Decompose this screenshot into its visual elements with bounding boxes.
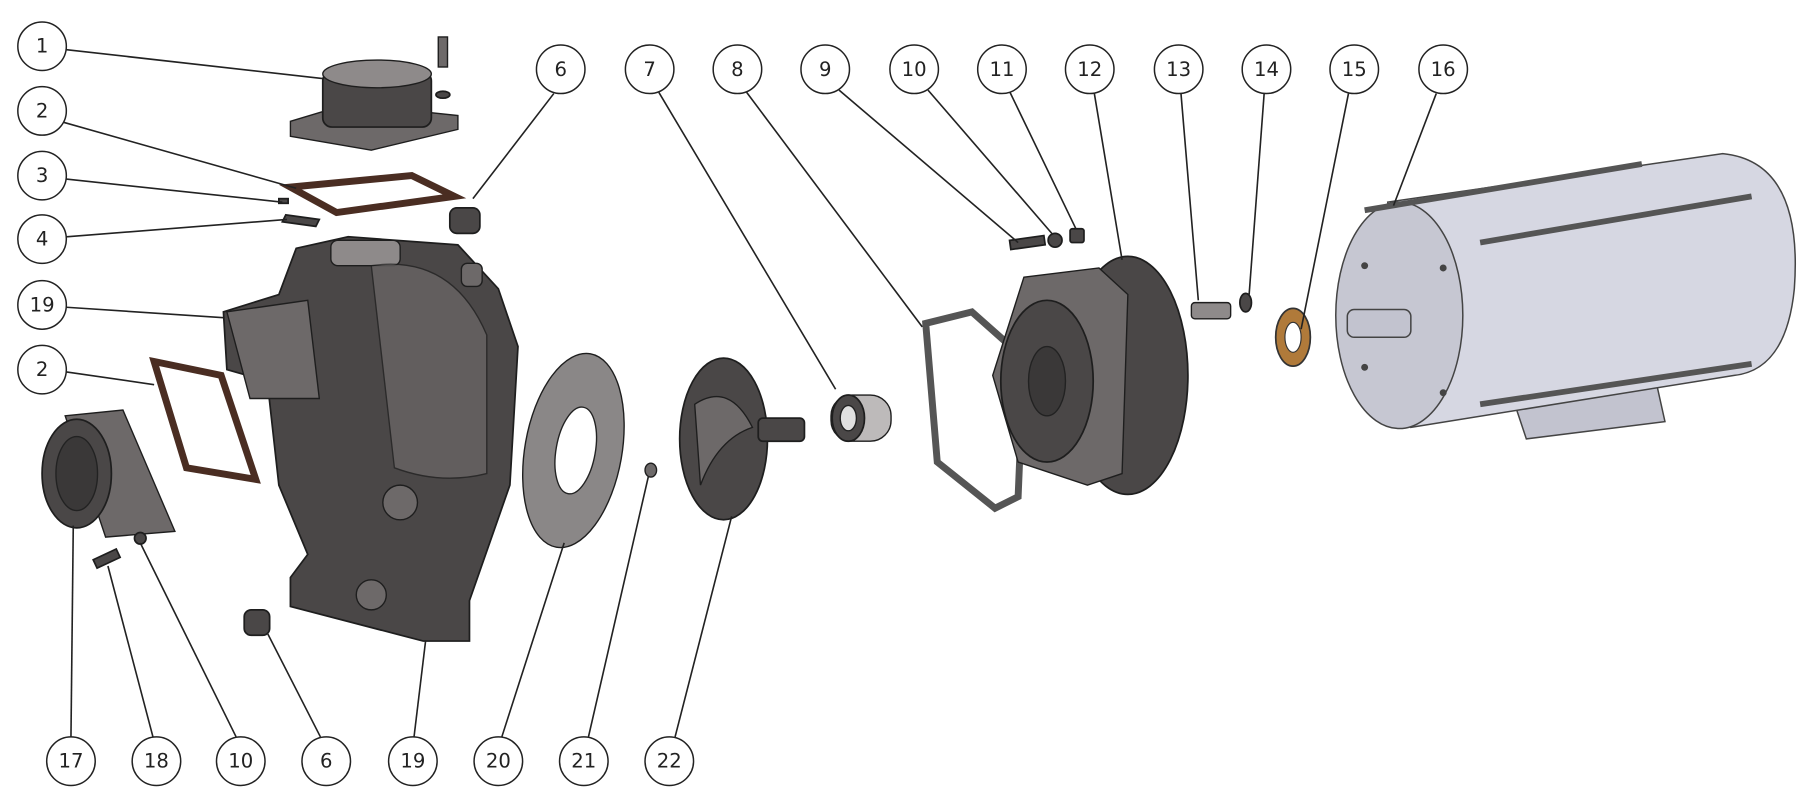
part-nut-11 [1069,227,1085,244]
part-plug-bottom [243,609,271,637]
callout-balloon: 11 [976,44,1027,95]
part-washer-14 [1239,292,1253,313]
svg-text:13: 13 [1166,58,1191,81]
callout-balloon: 20 [473,736,524,787]
callout-balloon: 1 [17,21,68,72]
svg-text:10: 10 [228,750,253,773]
part-valve-cover [289,36,459,151]
svg-text:6: 6 [320,750,333,773]
leader-lines [63,48,1438,738]
callout-balloon: 6 [301,736,352,787]
part-spring [281,213,321,228]
svg-text:22: 22 [657,750,682,773]
callout-balloon: 17 [45,736,96,787]
callout-balloon: 2 [17,85,68,136]
svg-text:8: 8 [731,58,744,81]
svg-text:6: 6 [554,58,567,81]
callout-balloon: 2 [17,344,68,395]
parts [41,36,1796,642]
svg-text:7: 7 [643,58,656,81]
svg-text:16: 16 [1431,58,1456,81]
callout-balloon: 3 [17,150,68,201]
part-washer-10-top [1047,232,1063,249]
callout-balloon: 4 [17,214,68,265]
svg-text:19: 19 [400,750,425,773]
svg-text:19: 19 [30,293,55,316]
callout-balloon: 8 [712,44,763,95]
part-wear-plate [521,352,625,549]
svg-text:17: 17 [58,750,83,773]
part-seal-plate-gasket [922,308,1028,513]
callout-balloon: 15 [1329,44,1380,95]
callouts-bottom: 17 18 10 6 19 20 21 22 [45,736,695,787]
svg-text:11: 11 [989,58,1014,81]
part-mechanical-seal [830,394,892,443]
callout-balloon: 13 [1153,44,1204,95]
callout-balloon: 9 [800,44,851,95]
svg-text:3: 3 [36,164,48,187]
callout-balloon: 6 [535,44,586,95]
callout-balloon: 19 [17,279,68,330]
callout-balloon: 18 [131,736,182,787]
callouts-left: 1 2 3 4 19 2 [17,21,68,395]
svg-text:2: 2 [36,358,48,381]
callout-balloon: 22 [644,736,695,787]
callout-balloon: 14 [1241,44,1292,95]
part-impeller [678,357,806,521]
svg-text:1: 1 [36,35,48,58]
svg-text:2: 2 [36,99,48,122]
svg-text:20: 20 [486,750,511,773]
part-bolt-18 [92,547,122,570]
part-motor [1335,152,1796,440]
callout-balloon: 10 [215,736,266,787]
callout-balloon: 10 [889,44,940,95]
svg-text:14: 14 [1254,58,1279,81]
part-gasket-top [278,172,467,217]
part-washer-10 [133,531,147,545]
part-slinger-15 [1274,307,1312,368]
svg-text:15: 15 [1342,58,1367,81]
svg-text:12: 12 [1077,58,1102,81]
callout-balloon: 16 [1418,44,1469,95]
part-bolt-13 [1190,301,1232,320]
part-screw-21 [644,462,658,478]
part-plug-top [448,207,481,235]
callout-balloon: 21 [558,736,609,787]
svg-text:18: 18 [144,750,169,773]
svg-text:21: 21 [571,750,596,773]
part-gasket-side [149,356,261,484]
callout-balloon: 19 [387,736,438,787]
part-suction-flange [41,409,176,538]
svg-text:4: 4 [36,228,48,251]
svg-text:10: 10 [902,58,927,81]
callout-balloon: 12 [1064,44,1115,95]
callout-balloon: 7 [624,44,675,95]
part-motor-adapter [991,255,1189,496]
part-stud-9 [1008,234,1047,251]
svg-text:9: 9 [819,58,832,81]
part-pump-body [222,235,519,642]
callouts-top: 6 7 8 9 10 11 12 13 14 15 16 [535,44,1469,95]
